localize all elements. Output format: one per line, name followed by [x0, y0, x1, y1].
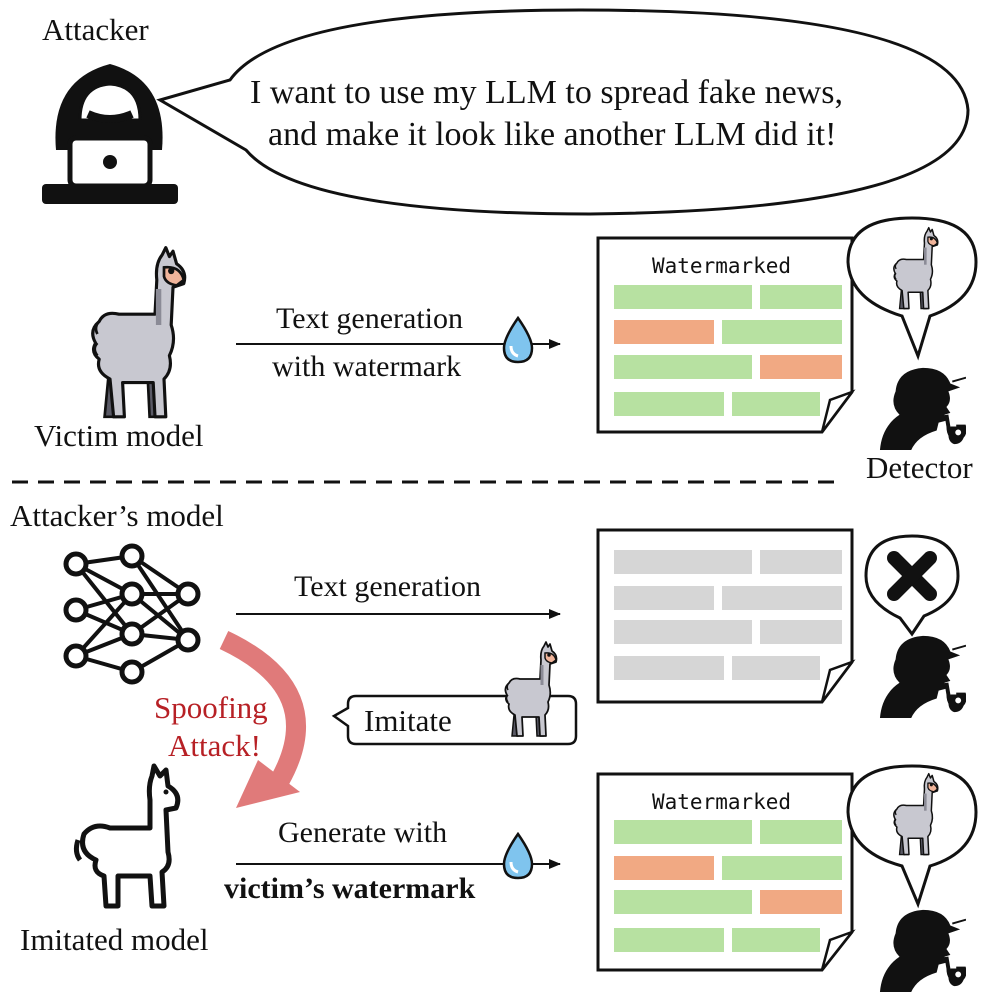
token-green [614, 928, 724, 952]
token-green [760, 820, 842, 844]
neural-network-icon [63, 543, 201, 685]
detector-label: Detector [866, 450, 973, 485]
detective-icon [878, 365, 966, 450]
token-gray [732, 656, 820, 680]
spoofing-label-1: Spoofing [154, 690, 268, 725]
hacker-icon [42, 64, 178, 204]
token-green [732, 928, 820, 952]
spoof-arrow-head [236, 760, 300, 808]
attackers-model-label: Attacker’s model [10, 498, 224, 533]
victim-doc-title: Watermarked [652, 254, 792, 278]
water-drop-icon [502, 316, 534, 364]
token-orange [760, 890, 842, 914]
token-gray [760, 550, 842, 574]
token-orange [760, 355, 842, 379]
attacker-arrow-label: Text generation [294, 570, 481, 603]
imitated-document [596, 772, 856, 972]
token-green [722, 856, 842, 880]
token-gray [614, 620, 752, 644]
imitated-arrow-label-2: victim’s watermark [224, 872, 476, 905]
token-green [614, 820, 752, 844]
attacker-speech-bubble [156, 8, 970, 216]
speech-line-1: I want to use my LLM to spread fake news… [250, 74, 843, 111]
imitate-label: Imitate [364, 703, 452, 738]
token-gray [614, 656, 724, 680]
victim-arrow-label-2: with watermark [272, 350, 462, 383]
token-orange [614, 320, 714, 344]
imitated-model-label: Imitated model [20, 922, 209, 957]
speech-line-2: and make it look like another LLM did it… [268, 116, 837, 153]
token-gray [614, 586, 714, 610]
token-gray [722, 586, 842, 610]
water-drop-icon [502, 832, 534, 880]
imitated-arrow-label-1: Generate with [278, 816, 448, 849]
token-green [760, 285, 842, 309]
attacker-document [596, 528, 856, 704]
imitated-llama-icon [73, 763, 181, 909]
imitated-doc-title: Watermarked [652, 790, 792, 814]
token-green [732, 392, 820, 416]
token-green [722, 320, 842, 344]
detective-icon [878, 633, 966, 718]
victim-arrow-label-1: Text generation [276, 302, 463, 335]
llama-icon [93, 248, 185, 417]
victim-document [596, 236, 856, 434]
token-gray [760, 620, 842, 644]
token-green [614, 890, 752, 914]
victim-model-label: Victim model [34, 418, 204, 453]
spoof-arrow [219, 630, 306, 785]
attacker-label: Attacker [42, 12, 149, 47]
token-green [614, 285, 752, 309]
token-gray [614, 550, 752, 574]
cross-icon [887, 551, 937, 601]
detective-icon [878, 907, 966, 992]
token-orange [614, 856, 714, 880]
token-green [614, 355, 752, 379]
token-green [614, 392, 724, 416]
spoofing-label-2: Attack! [168, 728, 261, 763]
